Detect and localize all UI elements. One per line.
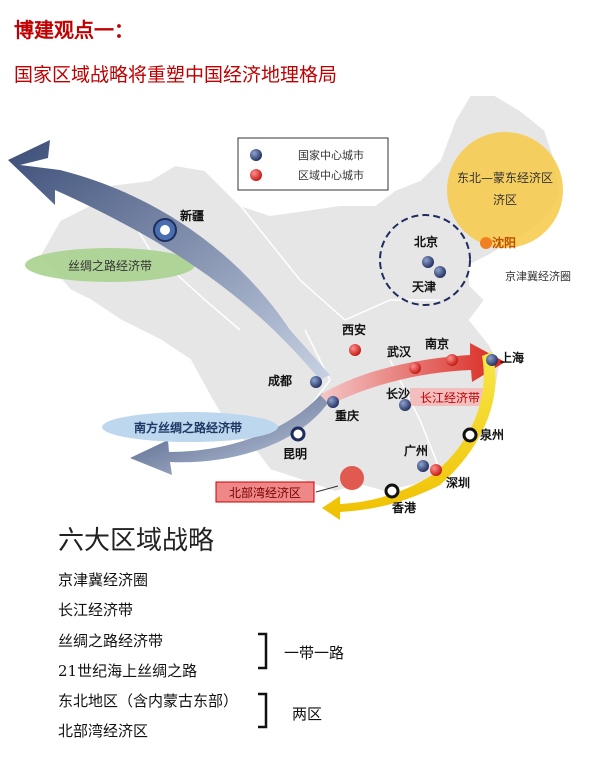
xian-dot <box>349 344 361 356</box>
northeast-region-circle <box>447 132 563 248</box>
chongqing-label: 重庆 <box>335 408 359 423</box>
wuhan-dot <box>409 362 421 374</box>
beibu-box <box>215 481 315 503</box>
kunming-label: 昆明 <box>283 447 307 461</box>
tianjin-dot <box>434 266 446 278</box>
strategy-item: 长江经济带 <box>58 601 134 619</box>
group-two-regions: 两区 <box>292 705 323 723</box>
beibu-circle <box>340 466 364 490</box>
silk-road-label: 丝绸之路经济带 <box>68 258 152 273</box>
beijing-dot <box>422 256 434 268</box>
yangtze-label: 长江经济带 <box>420 390 480 405</box>
chongqing-dot <box>327 396 339 408</box>
silk-road-arrow <box>8 140 330 380</box>
jingjinji-label: 京津冀经济圈 <box>505 269 571 283</box>
svg-text:济区: 济区 <box>493 192 517 207</box>
china-map-diagram: 东北—蒙东经济区 济区 京津冀经济圈 丝绸之路经济带 南方丝绸之路经济带 长江经… <box>8 94 571 520</box>
legend-national-label: 国家中心城市 <box>298 148 364 162</box>
beibu-leader-line <box>315 485 339 493</box>
group-belt-road: 一带一路 <box>284 644 345 662</box>
tianjin-label: 天津 <box>412 279 436 294</box>
chengdu-dot <box>310 376 322 388</box>
guangzhou-dot <box>417 460 429 472</box>
beijing-label: 北京 <box>414 234 438 249</box>
shenzhen-dot <box>430 464 442 476</box>
wuhan-label: 武汉 <box>387 344 412 359</box>
yangtze-box <box>410 388 490 406</box>
changsha-dot <box>399 399 411 411</box>
silk-road-ellipse <box>25 248 195 282</box>
guangzhou-label: 广州 <box>404 443 428 458</box>
bracket-belt-road <box>258 632 268 670</box>
bracket-two-regions <box>258 692 268 729</box>
strategy-item: 京津冀经济圈 <box>58 571 149 589</box>
quanzhou-label: 泉州 <box>480 427 504 442</box>
hongkong-marker <box>384 483 400 499</box>
south-silk-label: 南方丝绸之路经济带 <box>134 420 242 435</box>
nanjing-dot <box>446 354 458 366</box>
quanzhou-marker <box>462 427 478 443</box>
kunming-marker <box>290 426 306 442</box>
jingjinji-dashed-circle <box>379 214 471 306</box>
xinjiang-label: 新疆 <box>180 208 204 223</box>
legend-regional-label: 区域中心城市 <box>298 168 364 182</box>
page-title: 博建观点一： <box>14 18 134 42</box>
beibu-label: 北部湾经济区 <box>229 485 301 500</box>
northeast-label: 东北—蒙东经济区 <box>457 170 553 185</box>
strategy-item: 21世纪海上丝绸之路 <box>58 662 198 680</box>
legend-box <box>237 137 389 191</box>
south-silk-road-arrow <box>130 393 330 475</box>
shenyang-dot <box>480 237 492 249</box>
shanghai-dot <box>486 354 498 366</box>
shenzhen-label: 深圳 <box>446 475 470 490</box>
strategy-item: 北部湾经济区 <box>58 722 149 740</box>
page-subtitle: 国家区域战略将重塑中国经济地理格局 <box>14 64 338 86</box>
yangtze-arrow <box>320 343 505 405</box>
strategy-item: 东北地区（含内蒙古东部） <box>58 692 239 710</box>
strategies-title: 六大区域战略 <box>58 526 215 556</box>
hongkong-label: 香港 <box>391 500 417 515</box>
changsha-label: 长沙 <box>386 386 410 401</box>
legend-national-dot <box>250 149 262 161</box>
xian-label: 西安 <box>342 322 366 337</box>
strategy-item: 丝绸之路经济带 <box>58 632 164 650</box>
shenyang-label: 沈阳 <box>492 235 516 250</box>
chengdu-label: 成都 <box>268 373 292 388</box>
maritime-silk-arrow <box>322 352 496 520</box>
legend-regional-dot <box>250 169 262 181</box>
shanghai-label: 上海 <box>500 350 524 365</box>
south-silk-ellipse <box>102 412 278 442</box>
nanjing-label: 南京 <box>425 336 449 351</box>
